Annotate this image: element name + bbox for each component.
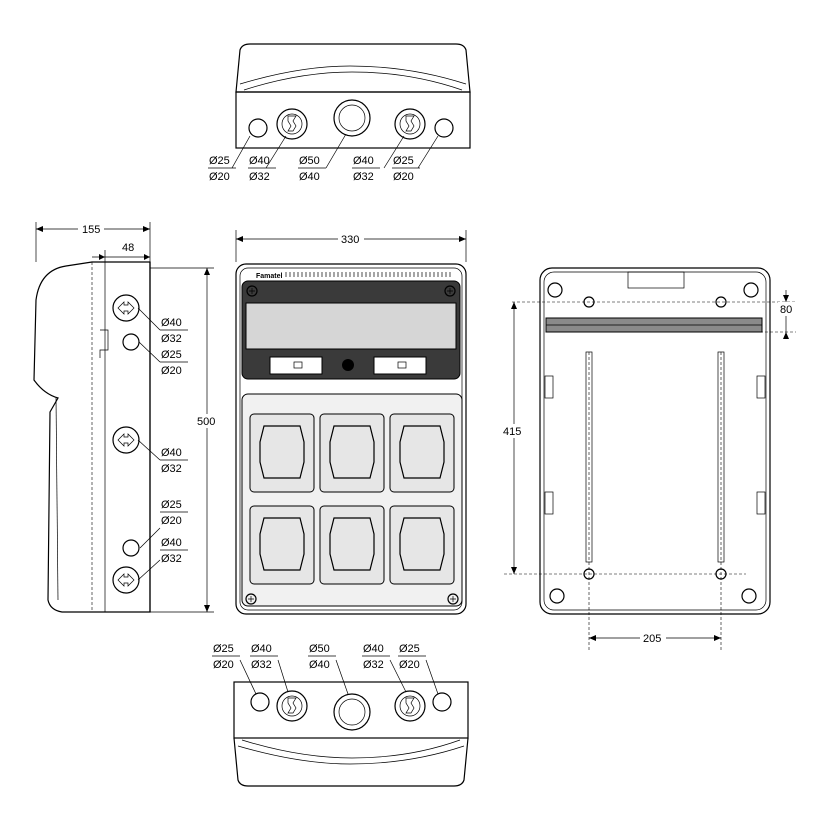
back-view: 415 80 205: [502, 267, 798, 652]
bottom-label-2-upper: Ø40: [251, 643, 272, 655]
socket-icon: [249, 505, 315, 585]
mounting-hole: [547, 282, 563, 298]
top-label-1-lower: Ø20: [209, 171, 230, 183]
side-hole-40-2: [112, 426, 140, 454]
dim-horizontal-spacing-label: 205: [643, 633, 661, 645]
top-label-2-lower: Ø32: [249, 171, 270, 183]
top-label-1-upper: Ø25: [209, 155, 230, 167]
top-hole-40-right: [394, 108, 426, 140]
top-hole-25-right: [434, 118, 454, 138]
side-hole-40-3: [112, 566, 140, 594]
socket-icon: [319, 505, 385, 585]
bottom-label-5-lower: Ø20: [399, 659, 420, 671]
screw-icon: [246, 285, 258, 297]
side-label-3-lower: Ø32: [161, 463, 182, 475]
front-view: 330 Famatel: [235, 230, 467, 615]
side-label-4-upper: Ø25: [161, 499, 182, 511]
socket-icon: [389, 505, 455, 585]
dim-rail-offset-label: 80: [780, 304, 792, 316]
screw-icon: [447, 593, 459, 605]
top-label-2-upper: Ø40: [249, 155, 270, 167]
bottom-label-1-upper: Ø25: [213, 643, 234, 655]
bottom-label-2-lower: Ø32: [251, 659, 272, 671]
bottom-label-4-upper: Ø40: [363, 643, 384, 655]
bottom-label-3-upper: Ø50: [309, 643, 330, 655]
top-label-4-lower: Ø32: [353, 171, 374, 183]
lock-icon: [342, 359, 354, 371]
brand-logo: Famatel: [256, 273, 283, 280]
breaker-window: [245, 302, 457, 350]
mounting-hole: [743, 282, 759, 298]
dim-vertical-spacing-label: 415: [503, 426, 521, 438]
top-hole-50: [333, 99, 371, 137]
bottom-label-3-lower: Ø40: [309, 659, 330, 671]
top-label-5-upper: Ø25: [393, 155, 414, 167]
side-label-1-upper: Ø40: [161, 317, 182, 329]
bottom-label-1-lower: Ø20: [213, 659, 234, 671]
top-label-5-lower: Ø20: [393, 171, 414, 183]
socket-icon: [389, 413, 455, 493]
side-label-5-lower: Ø32: [161, 553, 182, 565]
bottom-hole-25-left: [250, 692, 270, 712]
bottom-label-5-upper: Ø25: [399, 643, 420, 655]
bottom-label-4-lower: Ø32: [363, 659, 384, 671]
mounting-hole: [549, 588, 565, 604]
side-hole-25-1: [122, 333, 140, 351]
window-latch-right: [373, 356, 427, 375]
bottom-hole-40-right: [394, 690, 426, 722]
bottom-hole-25-right: [432, 692, 452, 712]
top-hole-40-left: [276, 108, 308, 140]
bottom-hole-50: [333, 693, 371, 731]
side-label-1-lower: Ø32: [161, 333, 182, 345]
side-hole-40-1: [112, 294, 140, 322]
window-latch-left: [269, 356, 323, 375]
fixing-hole: [715, 296, 727, 308]
dim-depth-label: 155: [82, 224, 100, 236]
dim-width-label: 330: [341, 234, 359, 246]
side-label-2-lower: Ø20: [161, 365, 182, 377]
side-hole-25-2: [122, 539, 140, 557]
side-view: Ø40 Ø32 Ø25 Ø20 Ø40 Ø32 Ø25 Ø20 Ø40 Ø32 …: [33, 222, 218, 613]
dim-height-label: 500: [197, 416, 215, 428]
top-label-3-upper: Ø50: [299, 155, 320, 167]
top-view: Ø25 Ø20 Ø40 Ø32 Ø50 Ø40 Ø40 Ø32 Ø25 Ø20: [208, 43, 471, 183]
bottom-hole-40-left: [276, 690, 308, 722]
side-label-5-upper: Ø40: [161, 537, 182, 549]
socket-icon: [249, 413, 315, 493]
top-label-4-upper: Ø40: [353, 155, 374, 167]
top-label-3-lower: Ø40: [299, 171, 320, 183]
top-ribbing: [285, 272, 451, 277]
socket-icon: [319, 413, 385, 493]
side-label-2-upper: Ø25: [161, 349, 182, 361]
screw-icon: [245, 593, 257, 605]
screw-icon: [444, 285, 456, 297]
top-hole-25-left: [248, 118, 268, 138]
side-label-3-upper: Ø40: [161, 447, 182, 459]
mounting-hole: [741, 588, 757, 604]
bottom-view: Ø25 Ø20 Ø40 Ø32 Ø50 Ø40 Ø40 Ø32 Ø25 Ø20: [212, 643, 469, 787]
side-label-4-lower: Ø20: [161, 515, 182, 527]
dim-offset-label: 48: [122, 242, 134, 254]
